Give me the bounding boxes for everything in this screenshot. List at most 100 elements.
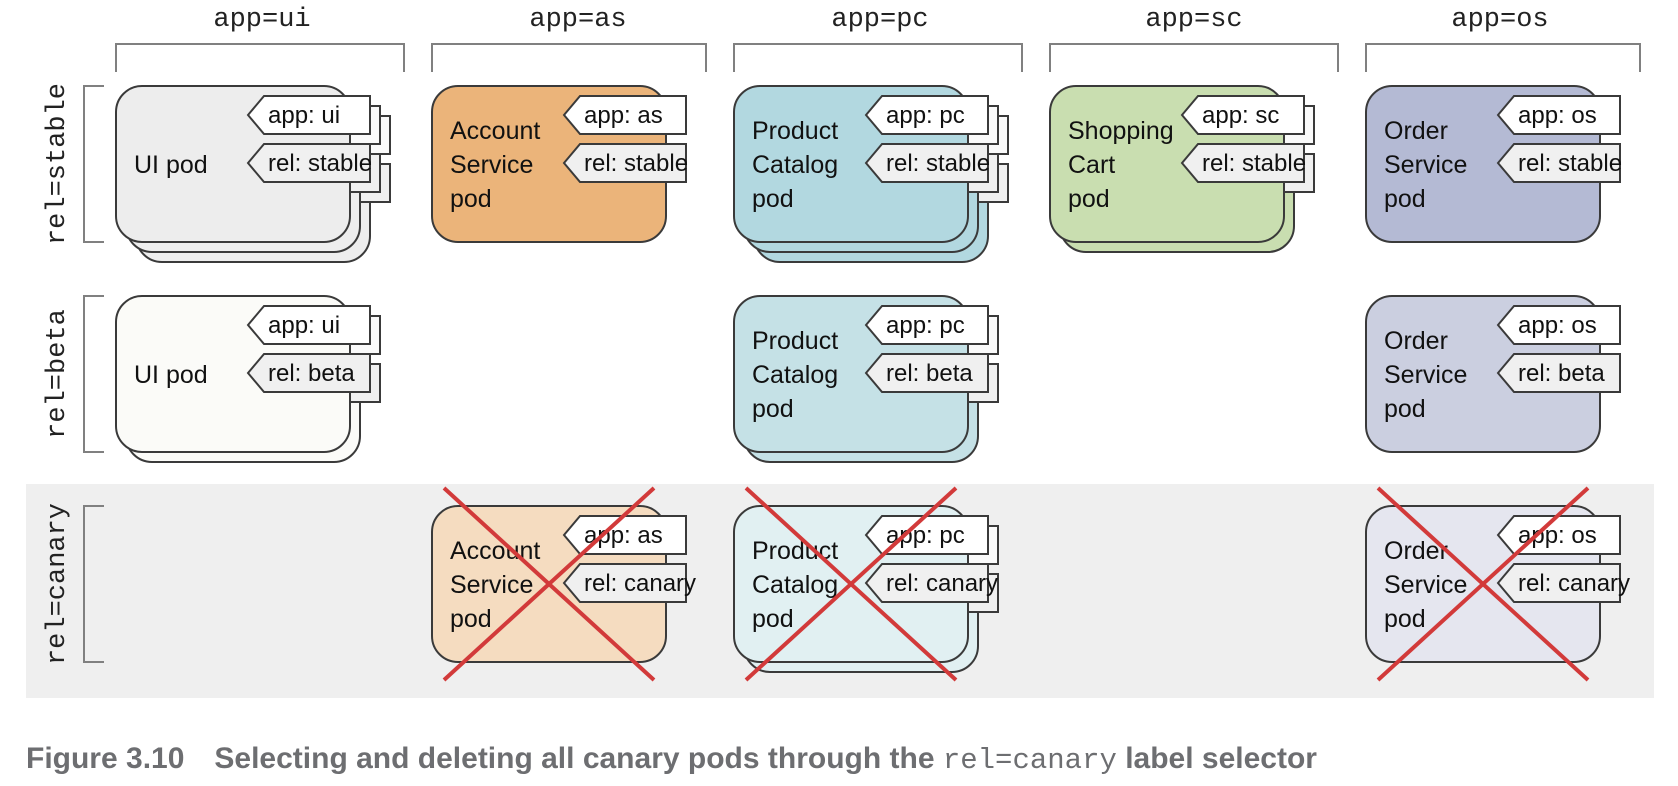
row-header-canary: rel=canary: [43, 503, 73, 665]
pod-label-text: app: os: [1518, 522, 1597, 549]
column-bracket-as: [431, 43, 707, 72]
pod-label-text: rel: stable: [1202, 150, 1306, 177]
pod-label-text: app: pc: [886, 522, 965, 549]
pod-name-line: Service: [450, 571, 533, 599]
pod-label-text: app: pc: [886, 312, 965, 339]
pod-label-tag: [1496, 353, 1621, 393]
pod-label-tag: [246, 95, 371, 135]
pod-label-tag: [246, 305, 371, 345]
column-header-os: app=os: [1451, 5, 1548, 35]
pod-name-line: Service: [1384, 571, 1467, 599]
pod-label-tag: [1496, 305, 1621, 345]
caption-text-before: Selecting and deleting all canary pods t…: [214, 742, 943, 775]
pod-name-line: UI pod: [134, 151, 208, 179]
pod-label-tag: [864, 353, 989, 393]
pod-name-line: pod: [1068, 185, 1110, 213]
row-bracket-stable: [83, 85, 104, 243]
pod-name-line: Product: [752, 117, 838, 145]
pod-label-text: rel: beta: [268, 360, 355, 387]
pod-name-line: pod: [752, 395, 794, 423]
pod-label-text: app: ui: [268, 312, 340, 339]
pod-label-tag: [864, 563, 989, 603]
pod-label-tag: [864, 95, 989, 135]
pod-name-line: Catalog: [752, 151, 838, 179]
pod-label-text: app: as: [584, 102, 663, 129]
pod-label-tag: [246, 353, 371, 393]
pod-name-line: Service: [1384, 361, 1467, 389]
pod-label-tag: [1496, 563, 1621, 603]
column-header-sc: app=sc: [1145, 5, 1242, 35]
pod-label-tag: [1180, 143, 1305, 183]
pod-name-line: pod: [1384, 395, 1426, 423]
column-bracket-ui: [115, 43, 405, 72]
pod-label-tag: [246, 143, 371, 183]
figure-number: Figure 3.10: [26, 742, 185, 775]
column-header-as: app=as: [529, 5, 626, 35]
pod-name-line: Cart: [1068, 151, 1115, 179]
pod-label-text: app: as: [584, 522, 663, 549]
pod-label-text: rel: stable: [1518, 150, 1622, 177]
delete-cross-line: [442, 486, 656, 682]
pod-label-text: app: sc: [1202, 102, 1279, 129]
pod-name-line: pod: [752, 185, 794, 213]
pod-name-line: Service: [450, 151, 533, 179]
pod-name-line: UI pod: [134, 361, 208, 389]
pod-label-tag: [1496, 95, 1621, 135]
pod-label-text: rel: stable: [584, 150, 688, 177]
pod-name-line: Account: [450, 117, 540, 145]
pod-name-line: Account: [450, 537, 540, 565]
pod-label-diagram: app=ui app=as app=pc app=sc app=os rel=stable…: [26, 5, 1654, 698]
column-bracket-os: [1365, 43, 1641, 72]
pod-label-text: app: os: [1518, 312, 1597, 339]
pod-name-line: pod: [450, 605, 492, 633]
figure-caption: Figure 3.10 Selecting and deleting all ca…: [26, 742, 1317, 777]
pod-name-line: Order: [1384, 117, 1448, 145]
delete-cross-line: [1376, 486, 1590, 682]
pod-label-tag: [562, 95, 687, 135]
pod-label-text: app: os: [1518, 102, 1597, 129]
pod-label-text: rel: stable: [886, 150, 990, 177]
row-header-stable: rel=stable: [43, 83, 73, 245]
pod-name-line: Order: [1384, 327, 1448, 355]
delete-cross-line: [744, 486, 958, 682]
pod-label-tag: [562, 563, 687, 603]
row-header-beta: rel=beta: [43, 309, 73, 439]
pod-label-text: rel: beta: [886, 360, 973, 387]
pod-label-text: app: pc: [886, 102, 965, 129]
row-bracket-canary: [83, 505, 104, 663]
pod-label-text: rel: canary: [886, 570, 998, 597]
pod-name-line: pod: [1384, 605, 1426, 633]
pod-label-tag: [1496, 143, 1621, 183]
caption-code-selector: rel=canary: [942, 744, 1117, 777]
pod-label-text: rel: canary: [1518, 570, 1630, 597]
pod-label-tag: [864, 143, 989, 183]
column-bracket-pc: [733, 43, 1023, 72]
pod-label-text: rel: beta: [1518, 360, 1605, 387]
pod-name-line: Service: [1384, 151, 1467, 179]
row-bracket-beta: [83, 295, 104, 453]
pod-name-line: pod: [752, 605, 794, 633]
pod-label-tag: [1180, 95, 1305, 135]
pod-name-line: Shopping: [1068, 117, 1174, 145]
column-header-pc: app=pc: [831, 5, 928, 35]
column-header-ui: app=ui: [213, 5, 310, 35]
caption-text-after: label selector: [1116, 742, 1317, 775]
pod-label-text: rel: stable: [268, 150, 372, 177]
pod-label-text: app: ui: [268, 102, 340, 129]
pod-label-text: rel: canary: [584, 570, 696, 597]
pod-name-line: Catalog: [752, 361, 838, 389]
pod-name-line: pod: [1384, 185, 1426, 213]
pod-ui-beta: UI pod app: ui rel: beta: [115, 295, 381, 463]
pod-name-line: Product: [752, 327, 838, 355]
pod-name-line: pod: [450, 185, 492, 213]
pod-label-tag: [562, 143, 687, 183]
